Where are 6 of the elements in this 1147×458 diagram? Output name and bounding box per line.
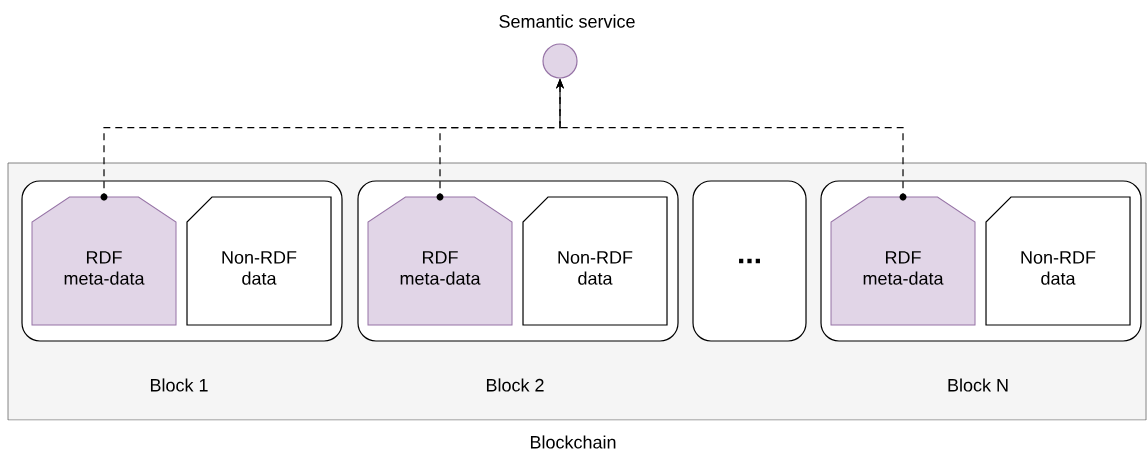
node-label: Blockchain xyxy=(530,435,616,449)
node-label: Block 1 xyxy=(150,378,208,392)
ellipsis-box: ... xyxy=(692,180,807,342)
node-label: Block 2 xyxy=(486,378,544,392)
node-label: Block N xyxy=(948,378,1008,392)
node-label: Semantic service xyxy=(499,14,635,28)
